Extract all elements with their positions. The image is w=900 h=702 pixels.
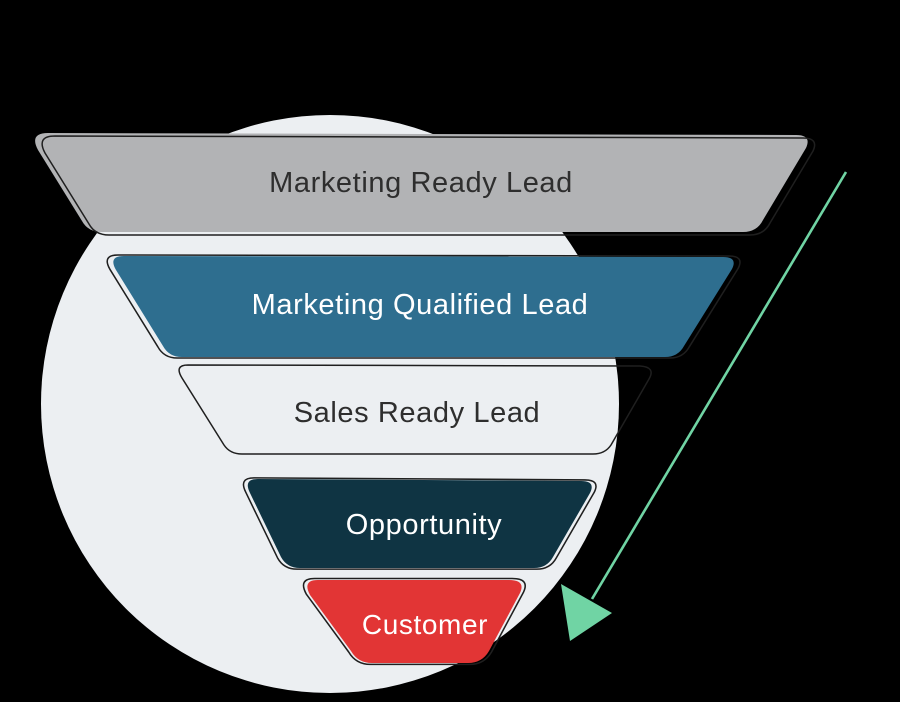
stage-marketing-ready-lead-outline: [41, 135, 816, 236]
stage-sales-ready-lead-outline: [178, 364, 652, 455]
stage-marketing-ready-lead-shape: [35, 133, 808, 232]
stage-customer-label: Customer: [362, 609, 488, 640]
stage-marketing-qualified-lead-shape: [113, 256, 734, 357]
stage-customer-shape: [307, 580, 522, 663]
trend-arrow-head-icon: [561, 584, 612, 641]
stage-opportunity-label: Opportunity: [346, 509, 503, 541]
stage-opportunity-shape: [247, 479, 592, 568]
stage-customer-outline: [302, 577, 526, 666]
stage-sales-ready-lead-label: Sales Ready Lead: [294, 397, 541, 429]
stage-marketing-qualified-lead-outline: [106, 254, 741, 359]
stage-opportunity-outline: [242, 477, 597, 570]
stage-marketing-qualified-lead-label: Marketing Qualified Lead: [252, 289, 589, 321]
trend-arrow-line: [590, 171, 848, 600]
stage-marketing-ready-lead-label: Marketing Ready Lead: [269, 167, 573, 199]
